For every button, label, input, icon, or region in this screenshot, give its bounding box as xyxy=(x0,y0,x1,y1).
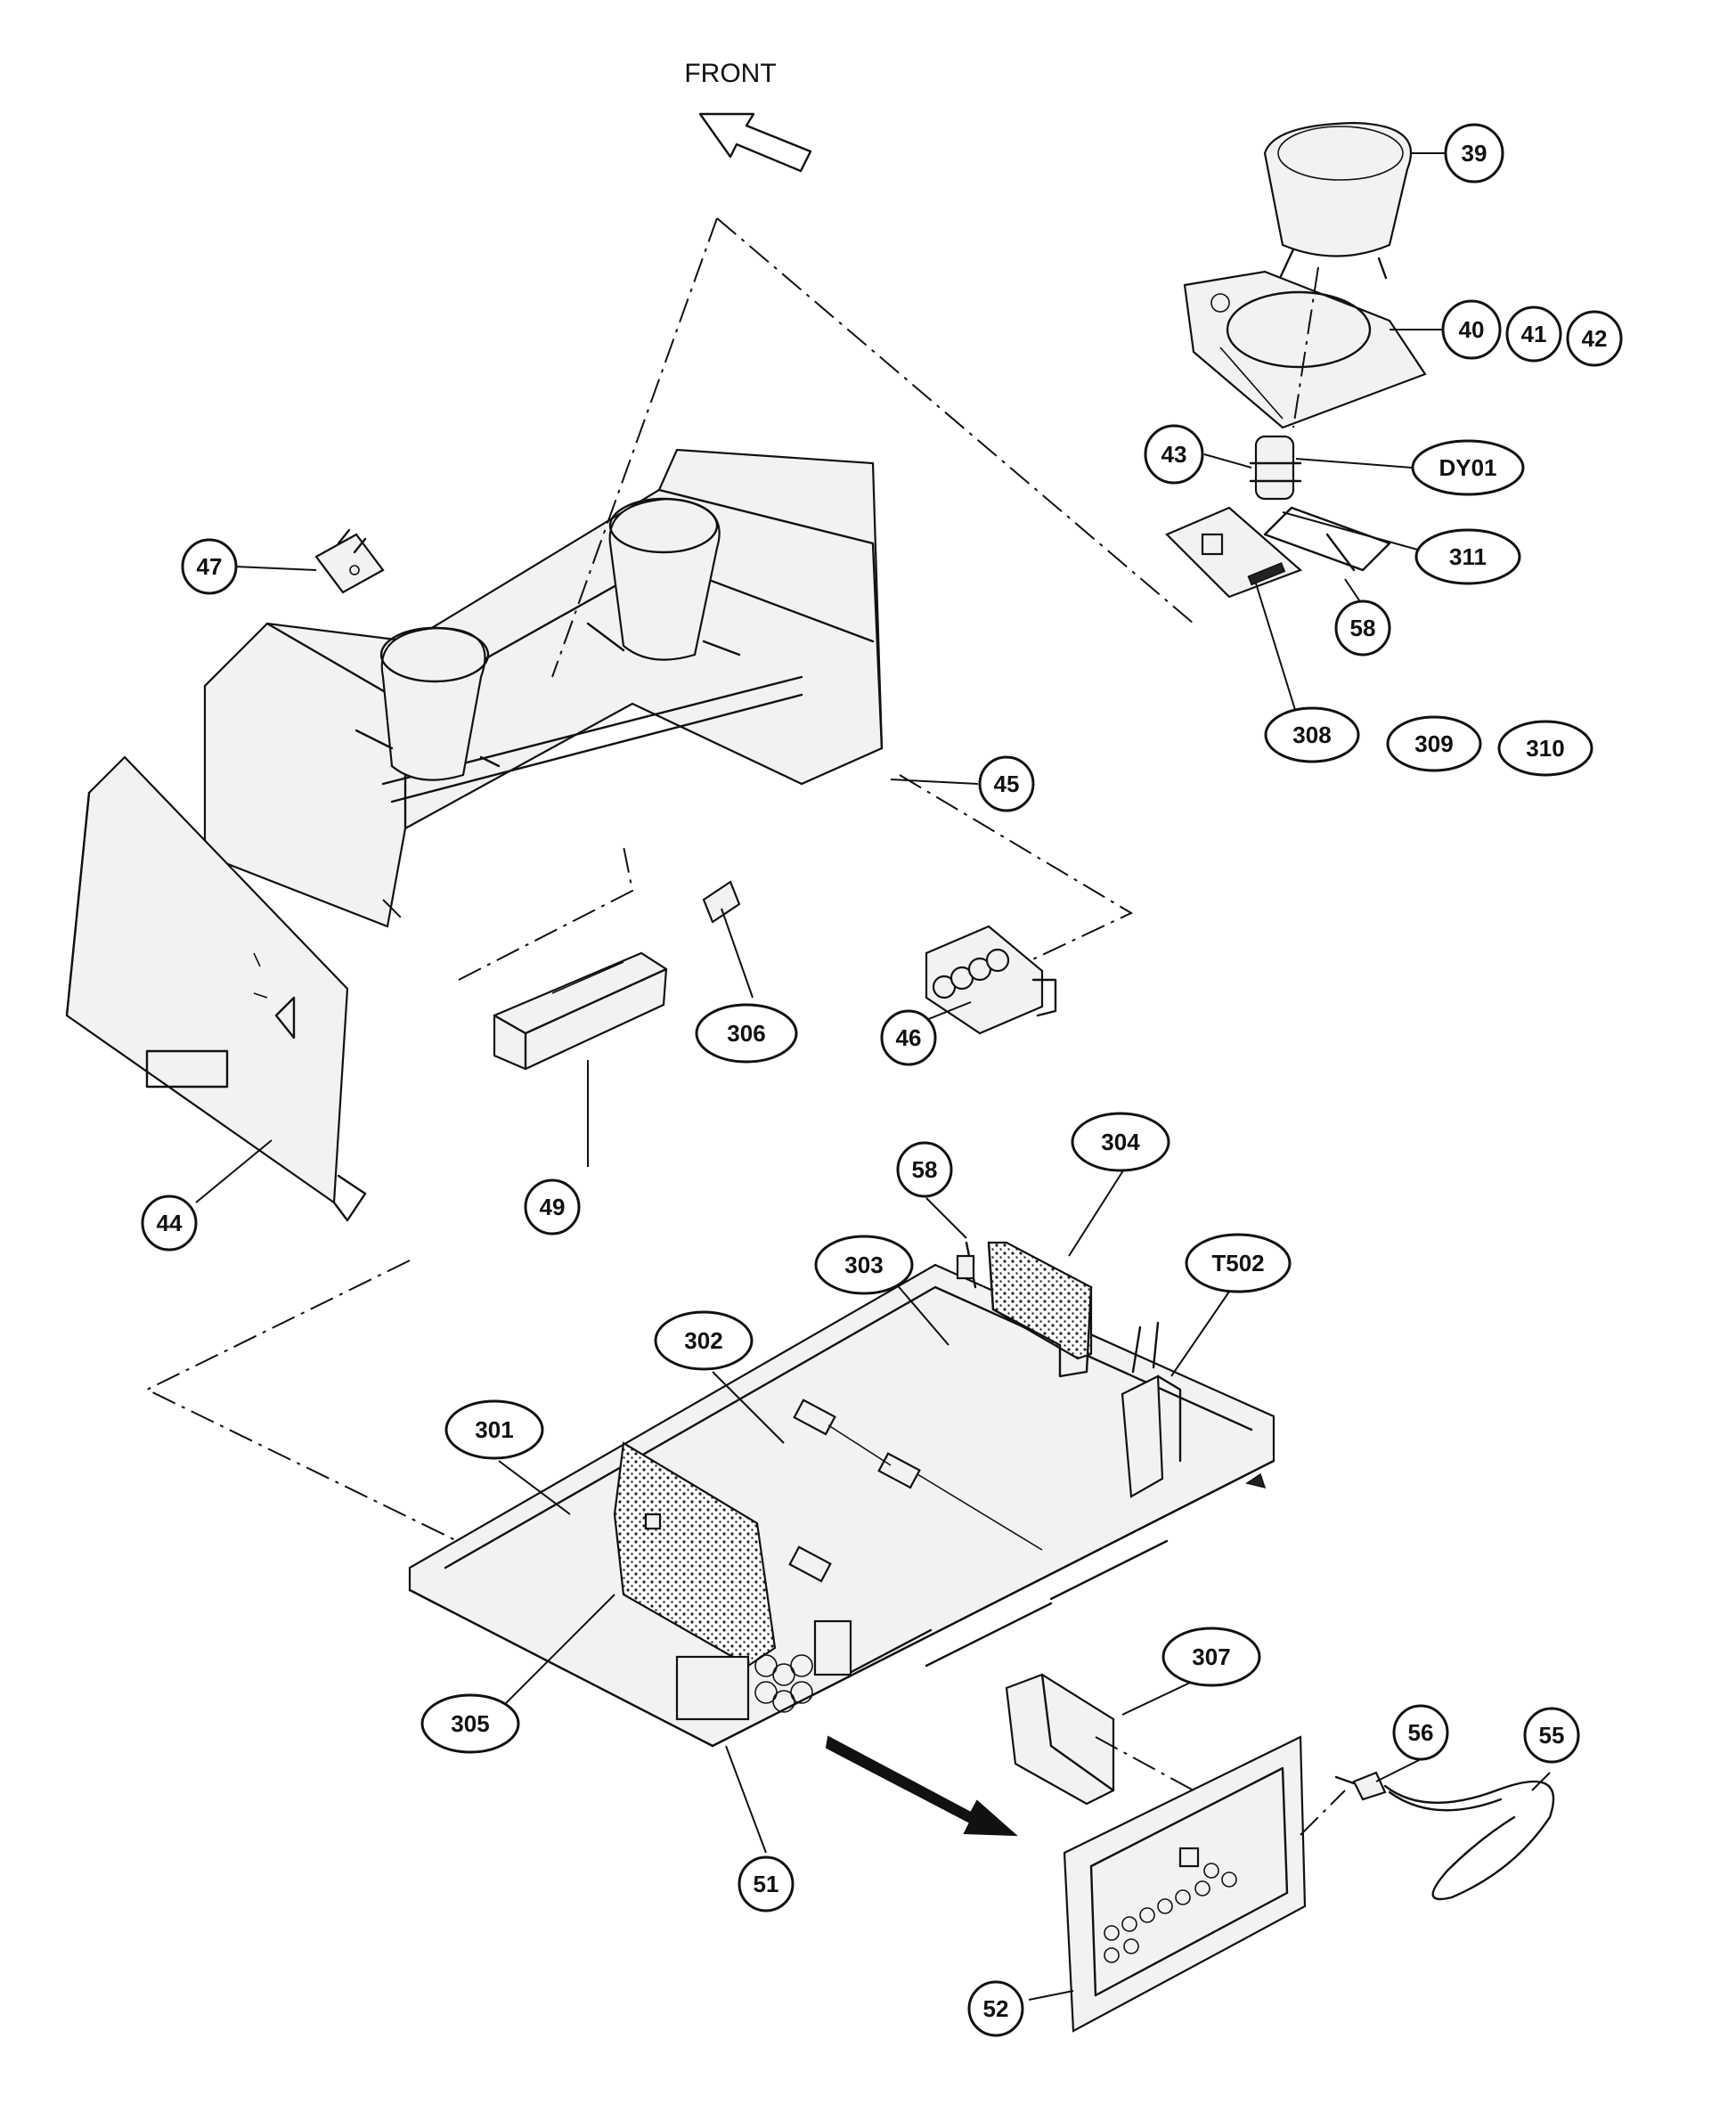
callout-42: 42 xyxy=(1566,310,1623,367)
svg-text:43: 43 xyxy=(1161,441,1187,468)
svg-text:55: 55 xyxy=(1539,1722,1565,1749)
svg-text:51: 51 xyxy=(754,1871,779,1897)
rear-panel xyxy=(1063,1735,1307,2033)
callout-49: 49 xyxy=(524,1178,581,1235)
part-307-bracket xyxy=(1005,1673,1194,1806)
svg-text:306: 306 xyxy=(727,1020,765,1047)
upper-chassis-frame xyxy=(203,448,884,928)
svg-text:39: 39 xyxy=(1462,140,1487,167)
part-46-rca-block xyxy=(925,925,1057,1035)
svg-text:42: 42 xyxy=(1582,325,1608,352)
leader-lines xyxy=(195,152,1551,2001)
callout-307: 307 xyxy=(1161,1627,1261,1687)
svg-text:309: 309 xyxy=(1414,730,1453,757)
callout-302: 302 xyxy=(654,1310,754,1371)
callout-46: 46 xyxy=(880,1009,937,1066)
callout-310: 310 xyxy=(1497,720,1593,777)
callout-52: 52 xyxy=(967,1980,1024,2037)
svg-text:56: 56 xyxy=(1408,1719,1434,1746)
callout-309: 309 xyxy=(1386,715,1482,772)
callout-308: 308 xyxy=(1264,706,1360,763)
svg-text:T502: T502 xyxy=(1211,1250,1264,1276)
svg-text:302: 302 xyxy=(684,1327,722,1354)
callout-45: 45 xyxy=(978,755,1035,812)
callout-44: 44 xyxy=(141,1195,198,1252)
installation-direction-arrow xyxy=(825,1735,1018,1837)
svg-text:311: 311 xyxy=(1449,543,1487,570)
callout-55: 55 xyxy=(1523,1707,1580,1764)
crt-yoke-assembly xyxy=(1165,121,1427,599)
svg-text:47: 47 xyxy=(197,553,223,580)
svg-text:58: 58 xyxy=(912,1156,938,1183)
svg-text:40: 40 xyxy=(1459,316,1485,343)
svg-text:305: 305 xyxy=(451,1710,489,1737)
assembly-guide-line-2 xyxy=(716,217,1194,624)
svg-text:49: 49 xyxy=(540,1194,566,1220)
callout-306: 306 xyxy=(695,1003,798,1064)
part-49-bar xyxy=(493,951,668,1071)
callout-311: 311 xyxy=(1414,528,1521,585)
part-306-bracket xyxy=(702,880,741,924)
callout-43: 43 xyxy=(1144,424,1204,485)
callout-39: 39 xyxy=(1444,123,1504,183)
svg-text:301: 301 xyxy=(475,1416,513,1443)
svg-text:303: 303 xyxy=(844,1252,883,1278)
svg-text:DY01: DY01 xyxy=(1439,454,1496,481)
svg-text:52: 52 xyxy=(983,1995,1009,2022)
assembly-guide-line-4 xyxy=(458,845,634,981)
callout-58-lower: 58 xyxy=(896,1141,953,1198)
svg-text:310: 310 xyxy=(1526,735,1564,762)
svg-text:41: 41 xyxy=(1521,321,1547,347)
svg-text:304: 304 xyxy=(1101,1129,1140,1155)
svg-text:46: 46 xyxy=(896,1024,922,1051)
callout-41: 41 xyxy=(1505,306,1562,363)
assembly-guide-line-1 xyxy=(551,217,718,678)
front-label: FRONT xyxy=(684,59,776,88)
callout-301: 301 xyxy=(444,1399,544,1460)
callout-40: 40 xyxy=(1441,299,1502,360)
capacitor-bank xyxy=(675,1619,852,1721)
callout-303: 303 xyxy=(814,1235,914,1295)
svg-text:308: 308 xyxy=(1292,722,1331,748)
callout-305: 305 xyxy=(420,1693,520,1754)
callout-56: 56 xyxy=(1392,1704,1449,1761)
front-direction-arrow xyxy=(698,112,812,173)
callout-58-upper: 58 xyxy=(1334,599,1391,656)
callout-DY01: DY01 xyxy=(1411,439,1525,496)
left-side-panel xyxy=(65,755,367,1222)
callout-51: 51 xyxy=(738,1855,795,1912)
callout-T502: T502 xyxy=(1185,1233,1292,1293)
power-cord xyxy=(1300,1771,1555,1901)
callout-304: 304 xyxy=(1071,1112,1170,1172)
svg-text:45: 45 xyxy=(994,771,1020,797)
svg-text:58: 58 xyxy=(1350,615,1376,641)
callout-47: 47 xyxy=(181,538,238,595)
part-47-connector xyxy=(314,528,385,594)
svg-text:44: 44 xyxy=(157,1210,183,1236)
bottom-chassis xyxy=(408,1241,1276,1748)
assembly-guide-line-5 xyxy=(899,774,1134,985)
svg-text:307: 307 xyxy=(1192,1643,1230,1670)
